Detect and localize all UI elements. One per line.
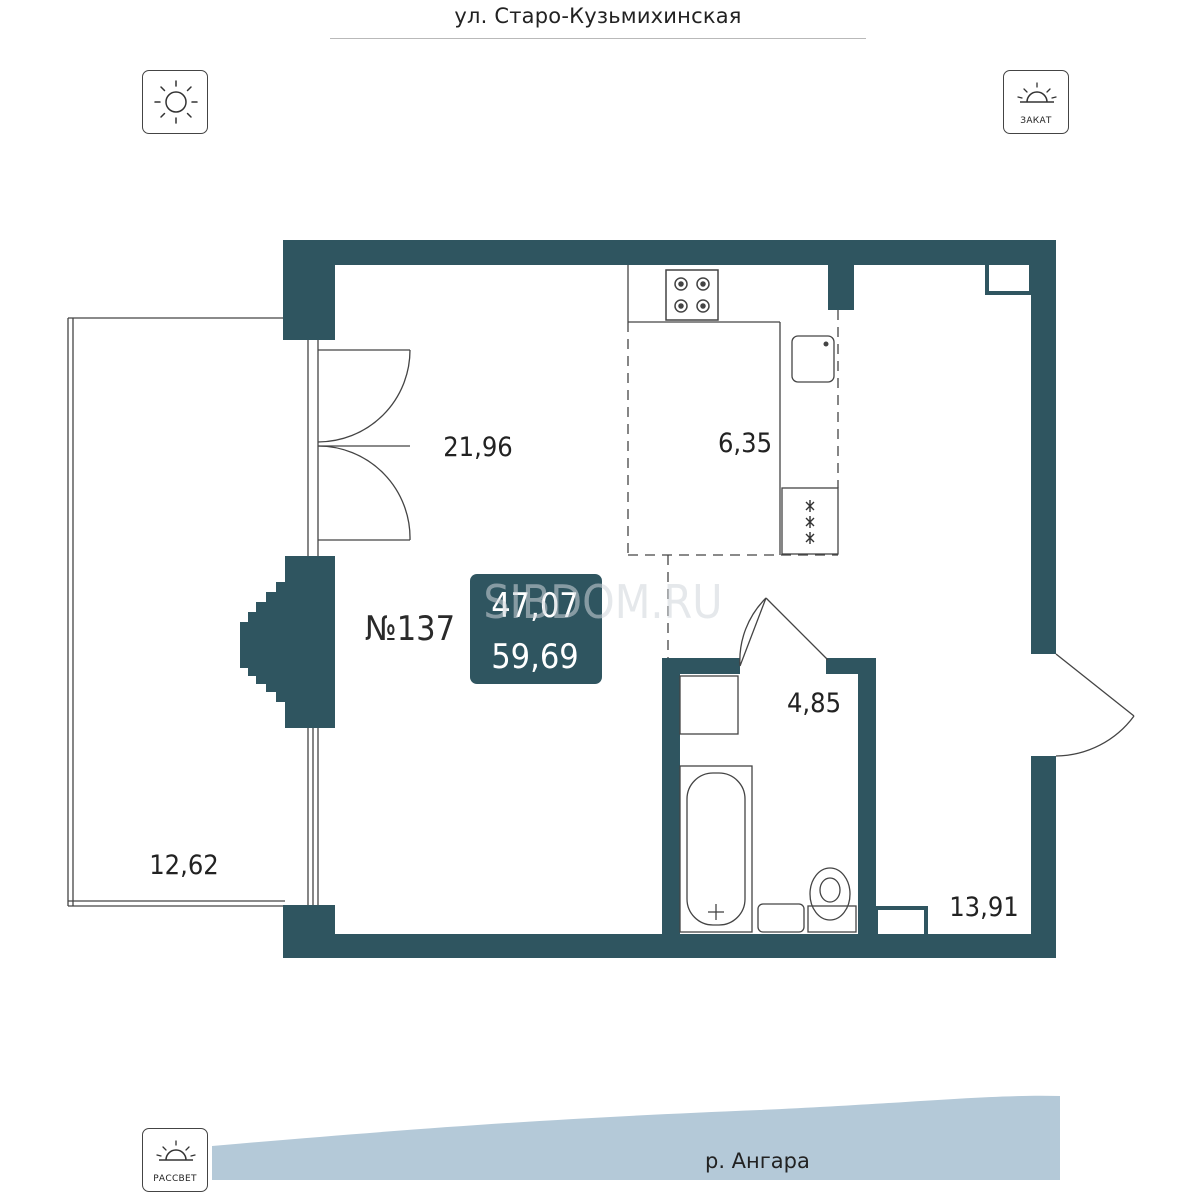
room-area-balcony: 12,62 (149, 850, 219, 881)
walls (283, 240, 1056, 958)
entrance-door (1055, 653, 1135, 757)
sink-icon (823, 341, 829, 347)
watermark: SIBDOM.RU (483, 575, 722, 629)
kitchen-zone (627, 310, 839, 658)
sunrise-label: РАССВЕТ (153, 1174, 197, 1184)
sunrise-compass-badge: РАССВЕТ (142, 1128, 208, 1192)
vent-shafts (874, 261, 1033, 938)
balcony (67, 317, 285, 907)
street-name: ул. Старо-Кузьмихинская (330, 0, 866, 39)
sunset-icon (1017, 82, 1057, 103)
apartment-number: №137 (365, 609, 455, 649)
stove-icon (665, 269, 719, 321)
room-area-main: 21,96 (443, 432, 513, 463)
dishwasher-icon (805, 500, 815, 544)
living-area: 47,07 (491, 586, 579, 626)
area-badge: 47,07 59,69 (470, 574, 602, 684)
sun-compass-badge (142, 70, 208, 134)
balcony-door (317, 349, 411, 541)
kitchen-counter (627, 265, 839, 555)
room-area-bathroom: 4,85 (787, 688, 841, 719)
balcony-glazing (307, 340, 319, 905)
sunrise-icon (156, 1140, 196, 1161)
room-area-hallway: 13,91 (949, 892, 1019, 923)
sunset-compass-badge: ЗАКАТ (1003, 70, 1069, 134)
river-name: р. Ангара (705, 1149, 810, 1173)
sun-icon (154, 80, 198, 124)
bathroom-door (739, 597, 829, 667)
river-shape (212, 1095, 1060, 1180)
column (240, 582, 285, 702)
sunset-label: ЗАКАТ (1020, 116, 1052, 126)
room-area-kitchen: 6,35 (718, 428, 772, 459)
bathroom-fixtures (679, 675, 857, 933)
total-area: 59,69 (491, 637, 579, 677)
